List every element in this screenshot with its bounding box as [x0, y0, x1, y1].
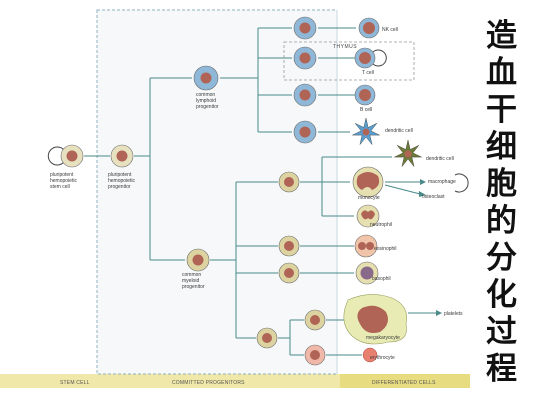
side-title-char-5: 的: [486, 203, 517, 239]
label-t-cell: T cell: [362, 70, 374, 76]
label-eosinophil: eosinophil: [374, 246, 397, 252]
label-lymph-2: lymphoid: [196, 98, 216, 104]
mega-precursor-nucleus: [262, 333, 272, 343]
baso-precursor-nucleus: [284, 268, 294, 278]
mega-progenitor-nucleus: [310, 315, 320, 325]
side-title: 造 血 干 细 胞 的 分 化 过 程: [486, 18, 517, 387]
arrowheads: [419, 179, 442, 316]
label-platelets: platelets: [444, 311, 463, 317]
side-title-char-3: 细: [486, 129, 517, 165]
monocyte-nucleus: [356, 172, 380, 190]
label-myeloid-2: myeloid: [182, 278, 199, 284]
side-title-char-8: 过: [486, 314, 517, 350]
side-title-char-1: 血: [486, 55, 517, 91]
side-title-char-2: 干: [486, 92, 517, 128]
label-lymph-1: common: [196, 92, 215, 98]
label-stem-1: pluripotent: [50, 172, 74, 178]
label-erythrocyte: erythrocyte: [370, 355, 395, 361]
myeloid-progenitor-nucleus: [192, 254, 204, 266]
side-title-char-6: 分: [486, 240, 517, 276]
label-nk-cell: NK cell: [382, 27, 398, 33]
label-megakaryocyte: megakaryocyte: [366, 335, 400, 341]
stem-cell-nucleus: [66, 150, 78, 162]
neutrophil-nucleus: [361, 210, 375, 220]
mono-precursor-nucleus: [284, 177, 294, 187]
dc-precursor-nucleus: [299, 126, 311, 138]
t-cell-nucleus: [359, 52, 371, 64]
megakaryocyte-nucleus: [357, 305, 388, 333]
thymus-label: THYMUS: [333, 44, 357, 50]
label-basophil: basophil: [372, 276, 391, 282]
committed-progenitors-box: [96, 9, 338, 375]
side-title-char-9: 程: [486, 351, 517, 387]
hemopoietic-progenitor-nucleus: [116, 150, 128, 162]
connector-lines: [84, 27, 436, 356]
side-title-char-4: 胞: [486, 166, 517, 202]
label-myeloid-1: common: [182, 272, 201, 278]
band-differentiated-cells: DIFFERENTIATED CELLS: [372, 380, 436, 386]
eos-precursor-nucleus: [284, 241, 294, 251]
label-b-cell: B cell: [360, 107, 372, 113]
side-title-char-0: 造: [486, 18, 517, 54]
label-macrophage: macrophage: [428, 179, 456, 185]
label-lymph-3: progenitor: [196, 104, 219, 110]
self-renewal-loops: [47, 49, 469, 193]
thymus-box: [283, 41, 415, 81]
label-dendritic-2: dendritic cell: [426, 156, 454, 162]
label-dendritic-1: dendritic cell: [385, 128, 413, 134]
b-cell-nucleus: [359, 89, 371, 101]
label-hemo-2: hemopoietic: [108, 178, 135, 184]
label-hemo-1: pluripotent: [108, 172, 132, 178]
bottom-band: STEM CELL COMMITTED PROGENITORS DIFFEREN…: [0, 374, 470, 388]
ery-progenitor-nucleus: [310, 350, 320, 360]
lymphoid-progenitor-nucleus: [200, 72, 212, 84]
side-title-char-7: 化: [486, 277, 517, 313]
b-precursor-nucleus: [299, 89, 311, 101]
band-committed-progenitors: COMMITTED PROGENITORS: [172, 380, 245, 386]
nk-precursor-nucleus: [299, 22, 311, 34]
nk-cell-nucleus: [363, 22, 375, 34]
label-neutrophil: neutrophil: [370, 222, 392, 228]
dendritic-cell-lymphoid-nucleus: [362, 128, 370, 136]
label-myeloid-3: progenitor: [182, 284, 205, 290]
label-stem-3: stem cell: [50, 184, 70, 190]
eosinophil-nucleus-left: [358, 242, 366, 250]
label-osteoclast: osteoclast: [422, 194, 445, 200]
basophil-nucleus: [360, 266, 374, 280]
cell-group: [60, 16, 422, 366]
label-hemo-3: progenitor: [108, 184, 131, 190]
label-monocyte: monocyte: [358, 195, 380, 201]
label-stem-2: hemopoietic: [50, 178, 77, 184]
t-precursor-nucleus: [299, 52, 311, 64]
band-stem-cell: STEM CELL: [60, 380, 90, 386]
cell-labels: pluripotent hemopoietic stem cell plurip…: [50, 27, 463, 361]
erythrocyte-cell: [362, 347, 378, 363]
eosinophil-nucleus-right: [366, 242, 374, 250]
dendritic-cell-myeloid-nucleus: [404, 150, 412, 158]
